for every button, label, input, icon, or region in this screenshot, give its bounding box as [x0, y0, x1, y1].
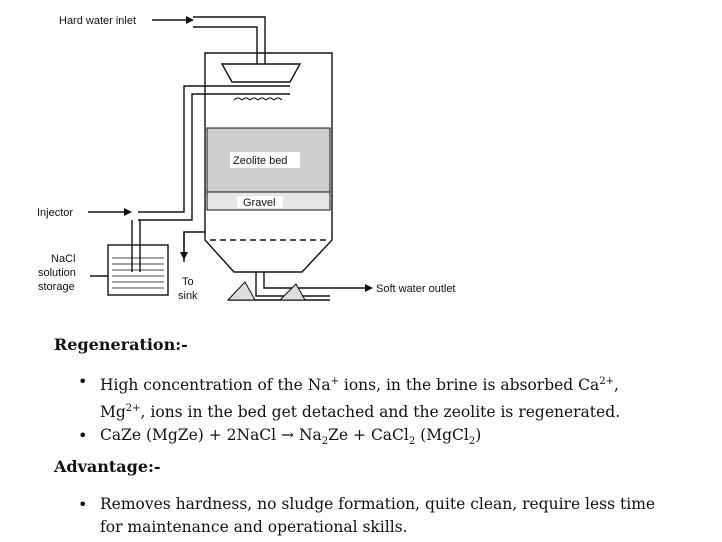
label-soft-water-outlet: Soft water outlet	[376, 283, 456, 295]
advantage-list: Removes hardness, no sludge formation, q…	[78, 493, 708, 539]
label-gravel: Gravel	[243, 197, 275, 209]
label-zeolite-bed: Zeolite bed	[233, 155, 287, 167]
regeneration-heading: Regeneration:-	[54, 335, 188, 354]
label-to-sink-2: sink	[178, 290, 198, 302]
label-nacl-1: NaCl	[51, 253, 75, 265]
sprayer	[220, 63, 302, 83]
list-item: High concentration of the Na+ ions, in t…	[78, 370, 708, 424]
inlet-pipe	[193, 16, 266, 64]
label-to-sink-1: To	[182, 276, 194, 288]
regeneration-list: High concentration of the Na+ ions, in t…	[78, 370, 708, 453]
outlet-pipe	[255, 272, 345, 297]
label-nacl-2: solution	[38, 267, 76, 279]
brine-tank	[107, 244, 169, 296]
advantage-heading: Advantage:-	[54, 457, 161, 476]
list-item: CaZe (MgZe) + 2NaCl → Na2Ze + CaCl2 (MgC…	[78, 424, 708, 453]
injector-pipe	[138, 85, 290, 221]
label-injector: Injector	[37, 207, 73, 219]
zeolite-softener-diagram: Hard water inlet Zeolite bed Gravel Inje…	[37, 15, 456, 302]
list-item: Removes hardness, no sludge formation, q…	[78, 493, 708, 539]
label-nacl-3: storage	[38, 281, 75, 293]
vessel-outline	[204, 52, 333, 273]
label-hard-water-inlet: Hard water inlet	[59, 15, 136, 27]
